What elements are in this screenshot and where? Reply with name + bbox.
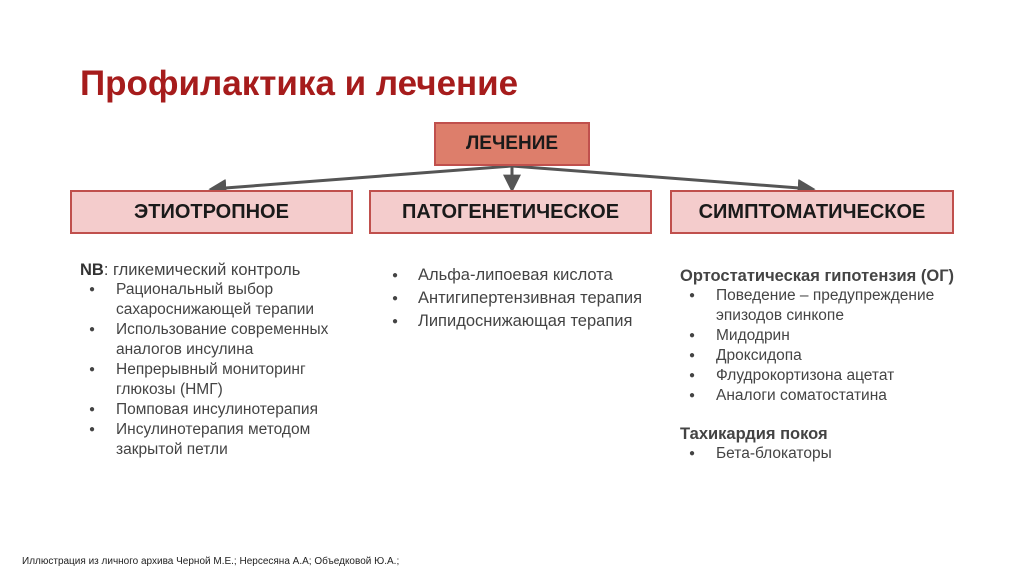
list-item: Дроксидопа [680, 346, 970, 366]
etiotropic-list: Рациональный выбор сахароснижающей терап… [80, 280, 365, 460]
list-item: Инсулинотерапия методом закрытой петли [80, 420, 365, 460]
list-item: Аналоги соматостатина [680, 386, 970, 406]
nb-line: NB: гликемический контроль [80, 260, 365, 280]
category-etiotropic: ЭТИОТРОПНОЕ [70, 190, 353, 234]
etiotropic-column: NB: гликемический контроль Рациональный … [80, 260, 365, 460]
list-item: Непрерывный мониторинг глюкозы (НМГ) [80, 360, 365, 400]
arrow-to-symptomatic [511, 164, 816, 197]
symptomatic-column: Ортостатическая гипотензия (ОГ) Поведени… [680, 266, 970, 464]
subheading-tachycardia: Тахикардия покоя [680, 425, 828, 443]
orthostatic-list: Поведение – предупреждение эпизодов синк… [680, 286, 970, 406]
footnote: Иллюстрация из личного архива Черной М.Е… [22, 556, 400, 567]
arrow-to-etiotropic [208, 164, 513, 197]
list-item: Поведение – предупреждение эпизодов синк… [680, 286, 970, 326]
nb-text: : гликемический контроль [103, 261, 301, 279]
list-item: Рациональный выбор сахароснижающей терап… [80, 280, 365, 320]
list-item: Антигипертензивная терапия [390, 287, 660, 310]
list-item: Бета-блокаторы [680, 444, 970, 464]
tachycardia-list: Бета-блокаторы [680, 444, 970, 464]
pathogenetic-column: Альфа-липоевая кислота Антигипертензивна… [390, 264, 660, 333]
list-item: Флудрокортизона ацетат [680, 366, 970, 386]
subheading-orthostatic: Ортостатическая гипотензия (ОГ) [680, 267, 955, 285]
list-item: Использование современных аналогов инсул… [80, 320, 365, 360]
pathogenetic-list: Альфа-липоевая кислота Антигипертензивна… [390, 264, 660, 333]
list-item: Мидодрин [680, 326, 970, 346]
list-item: Альфа-липоевая кислота [390, 264, 660, 287]
list-item: Помповая инсулинотерапия [80, 400, 365, 420]
root-node-treatment: ЛЕЧЕНИЕ [434, 122, 590, 166]
nb-prefix: NB [80, 261, 104, 279]
category-pathogenetic: ПАТОГЕНЕТИЧЕСКОЕ [369, 190, 652, 234]
category-symptomatic: СИМПТОМАТИЧЕСКОЕ [670, 190, 954, 234]
list-item: Липидоснижающая терапия [390, 310, 660, 333]
page-title: Профилактика и лечение [80, 64, 519, 103]
